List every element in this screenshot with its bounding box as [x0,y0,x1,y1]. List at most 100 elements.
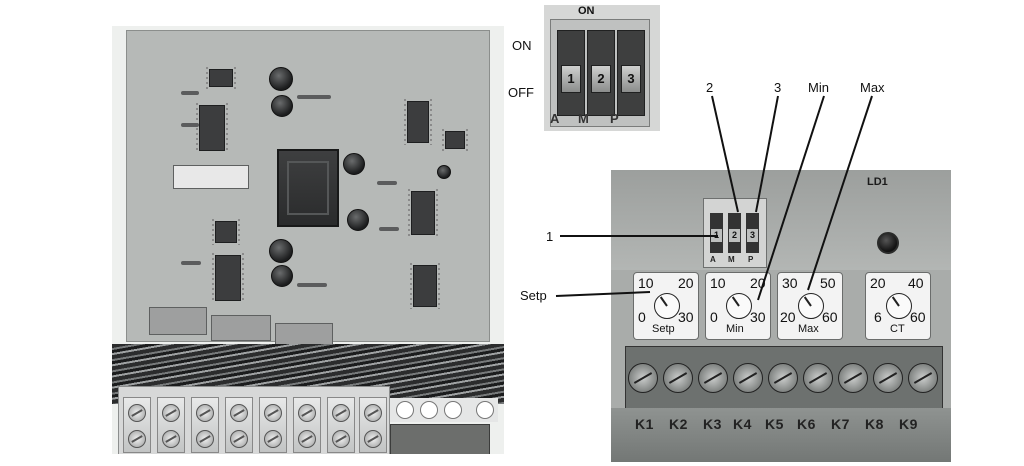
dip-switch-photo: ON 1 2 3 A M P [544,5,660,131]
controller-panel-photo: LD1 1 2 3 A M P 10 20 0 30 Setp 10 20 0 … [611,170,951,462]
resistor [181,261,201,265]
dip-slot: 3 [617,30,645,116]
pot-scale: 6 [874,309,882,325]
dip-lever-2[interactable]: 2 [591,65,611,93]
callout-max: Max [860,80,885,95]
dip-letter: A [710,255,716,264]
dip-switch-body: 1 2 3 [550,19,650,127]
terminal-screw[interactable] [873,363,903,393]
dip-letter: P [748,255,754,264]
terminal-label: K1 [635,416,654,432]
terminal-strip [390,424,490,454]
pot-scale: 10 [710,275,726,291]
pot-dial-icon[interactable] [886,293,912,319]
terminal-label: K6 [797,416,816,432]
callout-switch-3: 3 [774,80,782,95]
capacitor [343,153,365,175]
dip-switch-2[interactable]: 2 [729,229,740,242]
dip-switch-1[interactable]: 1 [711,229,722,242]
mode-dip-switch[interactable]: 1 2 3 A M P [703,198,767,268]
trim-potentiometers [390,398,498,422]
dip-letter: M [728,255,735,264]
dip-slot: 2 [587,30,615,116]
led-indicator [877,232,899,254]
resistor [377,181,397,185]
callout-switch-1: 1 [546,229,554,244]
pot-scale: 20 [750,275,766,291]
dip-lever-1[interactable]: 1 [561,65,581,93]
terminal-screw[interactable] [663,363,693,393]
resistor [379,227,399,231]
terminal-label: K2 [669,416,688,432]
resistor [297,95,331,99]
terminal-label: K7 [831,416,850,432]
transformer [277,149,339,227]
pot-name: CT [890,323,905,335]
ic-chip [212,253,244,303]
pot-scale: 30 [782,275,798,291]
pot-scale: 20 [780,309,796,325]
circuit-board [126,30,490,347]
pot-name: Min [726,323,744,335]
relay [149,307,207,335]
pot-scale: 30 [678,309,694,325]
pot-scale: 0 [638,309,646,325]
pot-scale: 0 [710,309,718,325]
panel-housing [611,170,951,270]
terminal-label: K8 [865,416,884,432]
off-label: OFF [508,85,534,100]
ic-chip [404,99,432,145]
dip-lever-3[interactable]: 3 [621,65,641,93]
callout-min: Min [808,80,829,95]
pot-min[interactable]: 10 20 0 30 Min [705,272,771,340]
terminal-screw[interactable] [908,363,938,393]
pot-dial-icon[interactable] [654,293,680,319]
resistor [181,91,199,95]
dip-header-label: ON [578,5,595,17]
screw-terminal-row [625,346,943,410]
relay [211,315,271,341]
terminal-label: K9 [899,416,918,432]
capacitor [437,165,451,179]
ic-chip [212,219,240,245]
ic-chip [408,189,438,237]
pot-scale: 60 [822,309,838,325]
terminal-screw[interactable] [733,363,763,393]
pot-scale: 60 [910,309,926,325]
pcb-photo [112,26,504,454]
callout-switch-2: 2 [706,80,714,95]
pot-setp[interactable]: 10 20 0 30 Setp [633,272,699,340]
dip-switch-3[interactable]: 3 [747,229,758,242]
dip-letter: P [610,111,619,126]
led-label: LD1 [867,176,888,188]
ic-chip [410,263,440,309]
capacitor [347,209,369,231]
pot-dial-icon[interactable] [798,293,824,319]
dip-letter: M [578,111,589,126]
pot-dial-icon[interactable] [726,293,752,319]
resistor [297,283,327,287]
terminal-screw[interactable] [838,363,868,393]
label-sticker [173,165,249,189]
terminal-screw[interactable] [803,363,833,393]
ic-chip [206,67,236,89]
terminal-label: K3 [703,416,722,432]
pot-ct[interactable]: 20 40 6 60 CT [865,272,931,340]
ic-chip [196,103,228,153]
on-label: ON [512,38,532,53]
terminal-screw[interactable] [768,363,798,393]
terminal-screw[interactable] [628,363,658,393]
pot-name: Max [798,323,819,335]
capacitor [271,95,293,117]
dip-slot: 1 [557,30,585,116]
terminal-screw[interactable] [698,363,728,393]
pot-scale: 20 [678,275,694,291]
panel-base [611,408,951,462]
pot-scale: 10 [638,275,654,291]
pot-scale: 30 [750,309,766,325]
ic-chip [442,129,468,151]
terminal-label: K5 [765,416,784,432]
pot-max[interactable]: 30 50 20 60 Max [777,272,843,340]
capacitor [271,265,293,287]
capacitor [269,67,293,91]
